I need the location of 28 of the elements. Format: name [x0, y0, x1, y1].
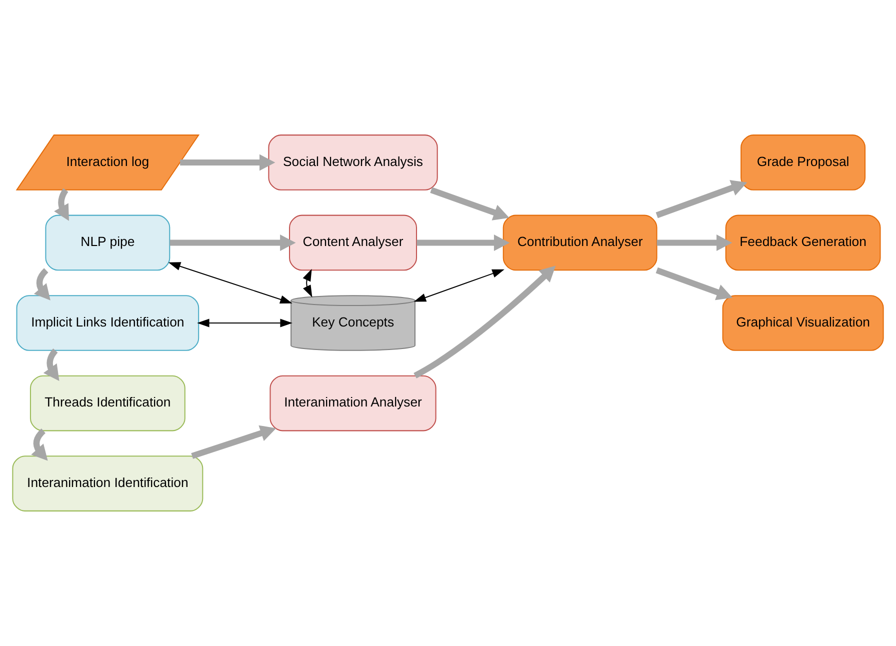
arrow	[170, 234, 296, 251]
node-box: Grade Proposal	[740, 134, 866, 190]
arrow	[302, 268, 312, 298]
node-box: Implicit Links Identification	[16, 295, 200, 351]
node-box: Interanimation Analyser	[270, 375, 436, 432]
arrow	[191, 425, 276, 459]
node-box: Graphical Visualization	[722, 295, 884, 351]
node-box: Threads Identification	[30, 375, 186, 432]
arrow	[168, 262, 292, 304]
arrow	[416, 234, 510, 251]
arrow	[180, 154, 276, 171]
arrow	[197, 318, 292, 328]
node-box: Content Analyser	[289, 214, 418, 271]
arrow	[656, 180, 748, 218]
arrow	[54, 188, 69, 221]
arrow	[43, 348, 60, 381]
node-box: Contribution Analyser	[502, 214, 658, 271]
node-box: Interanimation Identification	[12, 456, 204, 512]
arrow	[414, 269, 504, 302]
node-box: NLP pipe	[45, 214, 170, 271]
arrow	[656, 234, 732, 251]
arrow	[430, 187, 510, 220]
node-box: Social Network Analysis	[268, 134, 438, 190]
arrow	[414, 266, 556, 378]
arrow	[34, 268, 50, 300]
node-box: Feedback Generation	[725, 214, 881, 271]
arrow	[31, 428, 48, 461]
arrow	[656, 267, 733, 300]
